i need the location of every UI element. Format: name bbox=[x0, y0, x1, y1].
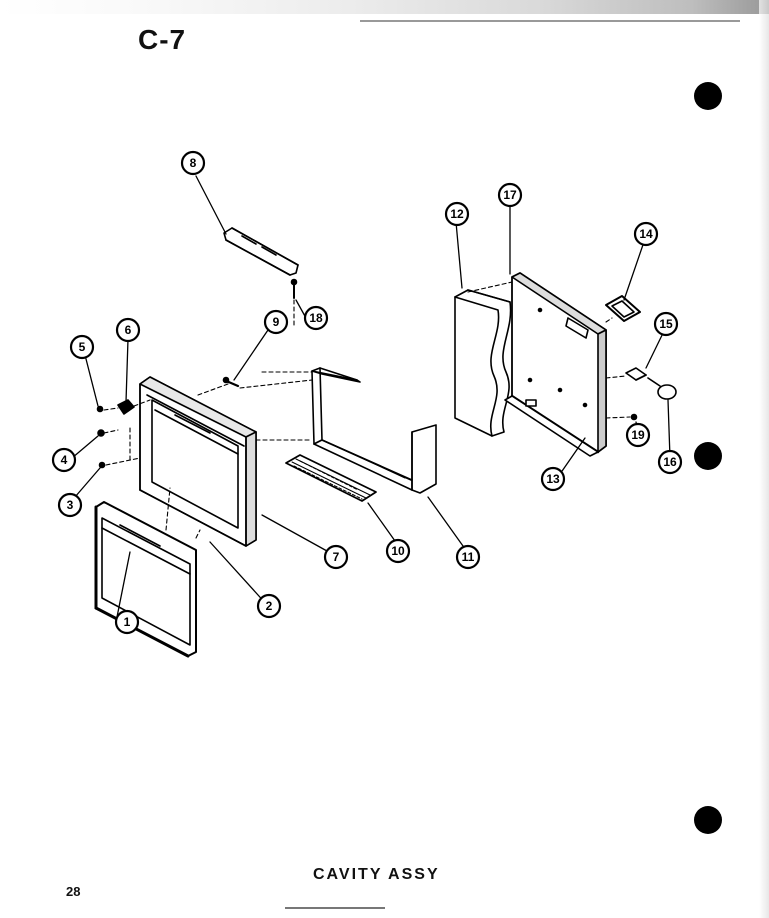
part-1-door-panel bbox=[94, 501, 197, 658]
part-6-hinge-bracket bbox=[117, 399, 135, 415]
sheet-code: C-7 bbox=[138, 24, 187, 55]
part-9-screw bbox=[222, 376, 240, 388]
binder-hole-bottom bbox=[694, 806, 722, 834]
callout-18: 18 bbox=[309, 311, 323, 325]
part-10-vent-grille bbox=[285, 454, 377, 502]
part-18-screw bbox=[290, 278, 298, 299]
part-14-gasket bbox=[605, 295, 641, 322]
scan-top-edge bbox=[0, 0, 769, 14]
callout-12: 12 bbox=[450, 207, 464, 221]
scan-right-edge bbox=[759, 0, 769, 918]
diagram-caption: CAVITY ASSY bbox=[313, 866, 440, 883]
callout-3: 3 bbox=[67, 498, 74, 512]
callout-1: 1 bbox=[124, 615, 131, 629]
part-15-socket bbox=[625, 367, 647, 381]
page-number: 28 bbox=[66, 884, 81, 899]
callout-5: 5 bbox=[79, 340, 86, 354]
callout-13: 13 bbox=[546, 472, 560, 486]
scan-bottom-mark bbox=[285, 907, 385, 909]
callout-7: 7 bbox=[333, 550, 340, 564]
callout-16: 16 bbox=[663, 455, 677, 469]
callout-15: 15 bbox=[659, 317, 673, 331]
callout-2: 2 bbox=[266, 599, 273, 613]
binder-hole-top bbox=[694, 82, 722, 110]
part-11-u-channel bbox=[311, 367, 437, 494]
part-16-bulb bbox=[647, 377, 677, 400]
callout-17: 17 bbox=[503, 188, 517, 202]
part-12-insulation bbox=[454, 289, 512, 437]
binder-hole-middle bbox=[694, 442, 722, 470]
callout-9: 9 bbox=[273, 315, 280, 329]
callout-4: 4 bbox=[61, 453, 68, 467]
part-7-front-frame bbox=[139, 376, 257, 547]
part-17-back-panel bbox=[504, 272, 607, 457]
callout-10: 10 bbox=[391, 544, 405, 558]
callout-14: 14 bbox=[639, 227, 653, 241]
callout-19: 19 bbox=[631, 428, 645, 442]
callout-6: 6 bbox=[125, 323, 132, 337]
callout-circles bbox=[51, 150, 683, 635]
callout-8: 8 bbox=[190, 156, 197, 170]
callout-11: 11 bbox=[462, 550, 475, 564]
scan-top-line bbox=[360, 20, 740, 22]
part-8-top-bracket bbox=[223, 227, 299, 276]
